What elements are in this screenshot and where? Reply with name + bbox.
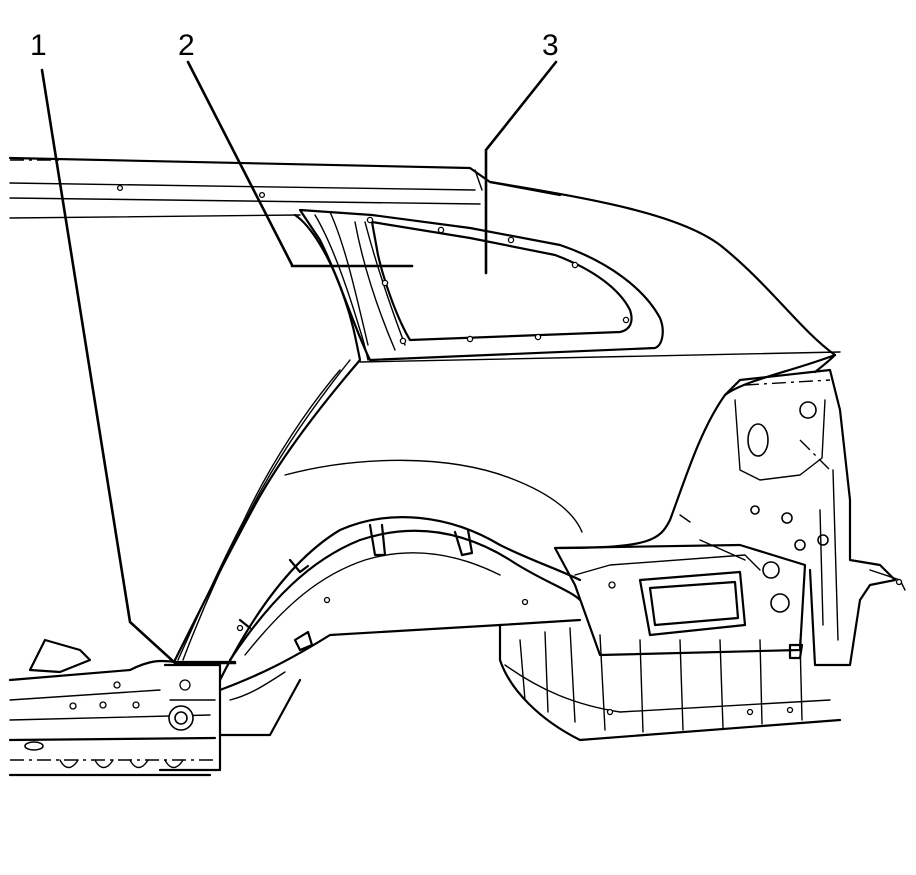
callout-leaders — [40, 60, 558, 665]
rocker-sill — [8, 638, 237, 777]
quarter-window-opening — [116, 184, 664, 362]
leader-line-3 — [484, 60, 558, 275]
callout-number-3: 3 — [542, 29, 559, 62]
rear-inner-structure — [553, 368, 906, 667]
callout-number-1: 1 — [30, 29, 47, 62]
lower-rear-panel — [218, 618, 842, 742]
roof-rail — [8, 156, 562, 219]
leader-line-1 — [40, 68, 237, 665]
leader-line-2 — [186, 60, 414, 268]
inner-wheelhouse — [228, 523, 582, 662]
callout-number-2: 2 — [178, 29, 195, 62]
